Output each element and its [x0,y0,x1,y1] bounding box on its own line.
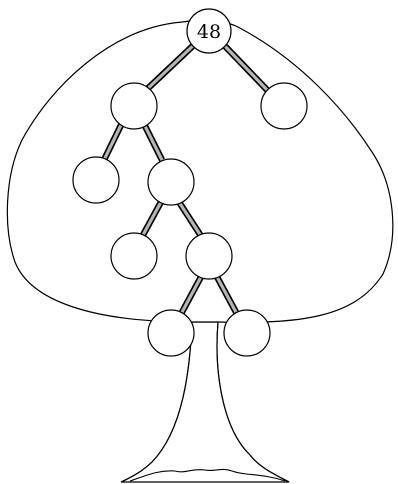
tree-node-n4 [148,159,194,205]
tree-node-n2 [261,83,307,129]
tree-node-n7 [148,310,194,356]
tree-node-n3 [73,157,119,203]
tree-node-root: 48 [187,9,231,53]
node-label-root: 48 [197,21,221,43]
tree-node-n6 [186,233,232,279]
tree-node-n1 [111,83,157,129]
tree-node-n8 [224,310,270,356]
tree-node-n5 [111,233,157,279]
